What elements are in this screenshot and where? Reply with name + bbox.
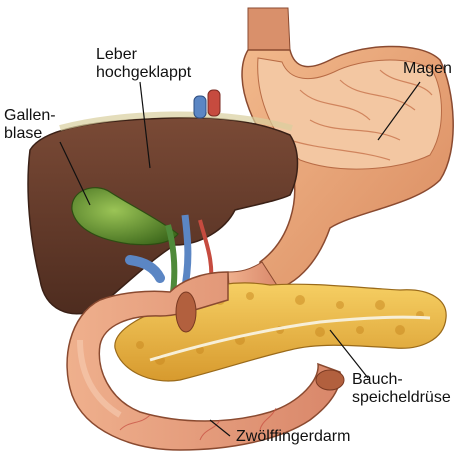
label-gallenblase: Gallen- blase <box>4 107 56 143</box>
label-bauch-line1: Bauch- <box>352 371 451 389</box>
label-galle-line1: Gallen- <box>4 107 56 125</box>
duodenum-opening-end <box>316 370 344 390</box>
vena-cava <box>194 96 206 118</box>
duodenum-opening-left <box>176 292 196 332</box>
label-bauch-line2: speicheldrüse <box>352 389 451 407</box>
label-magen: Magen <box>403 60 452 78</box>
label-galle-line2: blase <box>4 125 56 143</box>
label-leber: Leber hochgeklappt <box>96 46 191 82</box>
label-zwoelffingerdarm: Zwölffingerdarm <box>236 428 350 446</box>
label-leber-line2: hochgeklappt <box>96 64 191 82</box>
esophagus <box>248 8 290 52</box>
aorta <box>208 90 220 116</box>
label-leber-line1: Leber <box>96 46 191 64</box>
label-bauchspeicheldruese: Bauch- speicheldrüse <box>352 371 451 407</box>
